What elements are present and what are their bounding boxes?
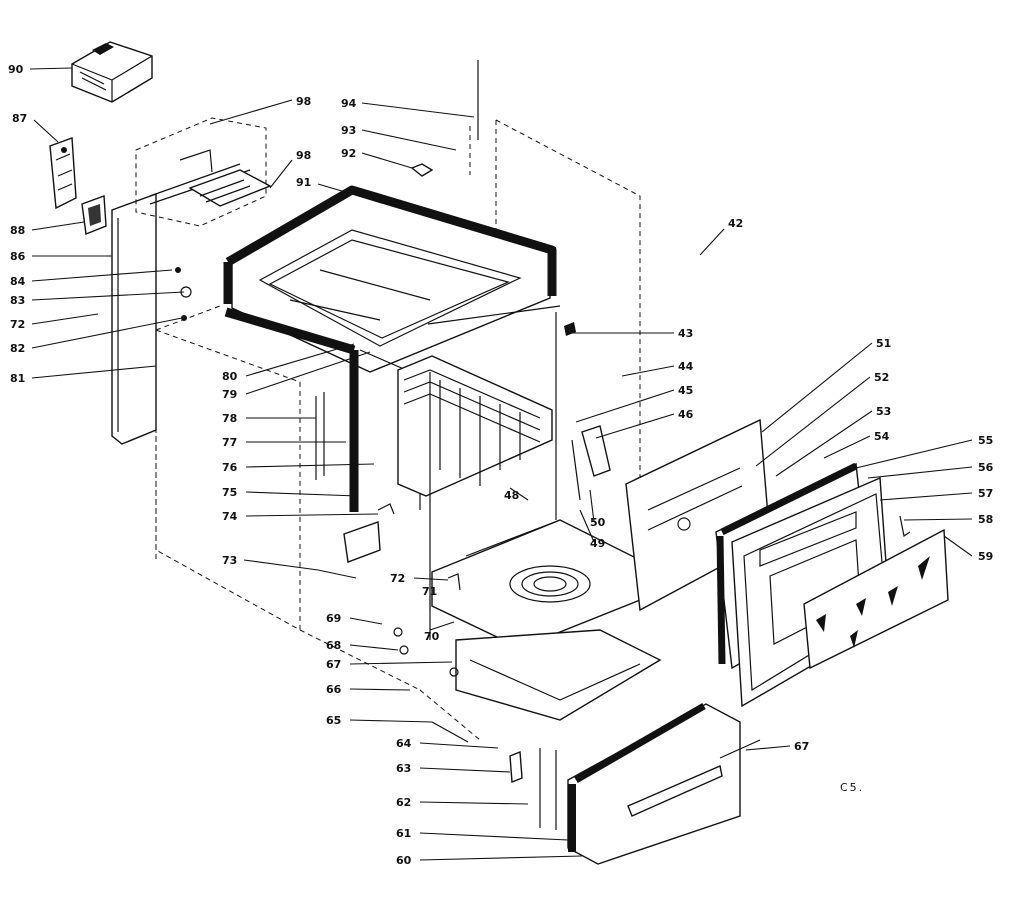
back-control-panel bbox=[135, 117, 272, 227]
callout-59: 59 bbox=[978, 550, 993, 563]
callout-88: 88 bbox=[10, 224, 25, 237]
callout-72-lower: 72 bbox=[390, 572, 405, 585]
callout-61: 61 bbox=[396, 827, 411, 840]
vent-tube bbox=[410, 60, 479, 177]
part-90-terminal-box bbox=[71, 41, 153, 103]
callout-90: 90 bbox=[8, 63, 24, 76]
callout-55: 55 bbox=[978, 434, 993, 447]
callout-87: 87 bbox=[12, 112, 27, 125]
callout-42: 42 bbox=[728, 217, 743, 230]
callout-78: 78 bbox=[222, 412, 237, 425]
callout-72: 72 bbox=[10, 318, 25, 331]
callout-91: 91 bbox=[296, 176, 311, 189]
cabinet-frame bbox=[155, 119, 641, 741]
callout-52: 52 bbox=[874, 371, 889, 384]
storage-drawer bbox=[509, 702, 761, 865]
callout-71: 71 bbox=[422, 585, 437, 598]
broiler-assembly bbox=[431, 519, 662, 721]
callout-84: 84 bbox=[10, 275, 26, 288]
oven-cavity bbox=[223, 185, 557, 512]
callout-86: 86 bbox=[10, 250, 26, 263]
callout-46: 46 bbox=[678, 408, 694, 421]
callout-53: 53 bbox=[876, 405, 891, 418]
callout-44: 44 bbox=[678, 360, 694, 373]
callout-98-lower: 98 bbox=[296, 149, 311, 162]
callout-70: 70 bbox=[424, 630, 440, 643]
callout-73: 73 bbox=[222, 554, 237, 567]
callout-63: 63 bbox=[396, 762, 411, 775]
callout-50: 50 bbox=[590, 516, 606, 529]
callout-80: 80 bbox=[222, 370, 238, 383]
part-87-bracket bbox=[49, 137, 77, 210]
callout-65: 65 bbox=[326, 714, 341, 727]
callout-94: 94 bbox=[341, 97, 357, 110]
callout-67: 67 bbox=[326, 658, 341, 671]
callout-56: 56 bbox=[978, 461, 994, 474]
callout-60: 60 bbox=[396, 854, 412, 867]
callout-64: 64 bbox=[396, 737, 412, 750]
leader-lines bbox=[29, 67, 973, 861]
callout-48: 48 bbox=[504, 489, 519, 502]
oven-racks bbox=[397, 305, 561, 640]
callout-92: 92 bbox=[341, 147, 356, 160]
oven-door-assembly bbox=[625, 418, 949, 708]
callout-51: 51 bbox=[876, 337, 891, 350]
callout-49: 49 bbox=[590, 537, 605, 550]
callout-77: 77 bbox=[222, 436, 237, 449]
callout-93: 93 bbox=[341, 124, 356, 137]
callout-98: 98 bbox=[296, 95, 311, 108]
callout-68: 68 bbox=[326, 639, 341, 652]
callout-69: 69 bbox=[326, 612, 341, 625]
callout-43: 43 bbox=[678, 327, 693, 340]
callout-75: 75 bbox=[222, 486, 237, 499]
callout-45: 45 bbox=[678, 384, 693, 397]
part-88-plate bbox=[81, 195, 107, 235]
callout-67-drawer: 67 bbox=[794, 740, 809, 753]
callout-57: 57 bbox=[978, 487, 993, 500]
callout-82: 82 bbox=[10, 342, 25, 355]
callout-76: 76 bbox=[222, 461, 238, 474]
callout-74: 74 bbox=[222, 510, 238, 523]
figure-code: C5. bbox=[840, 781, 864, 794]
left-side-panel bbox=[111, 193, 157, 560]
small-hardware bbox=[175, 267, 611, 743]
callout-66: 66 bbox=[326, 683, 342, 696]
callout-79: 79 bbox=[222, 388, 237, 401]
callout-83: 83 bbox=[10, 294, 25, 307]
callout-labels: 90 87 88 86 84 83 72 82 81 98 98 94 93 9… bbox=[8, 63, 994, 867]
callout-62: 62 bbox=[396, 796, 411, 809]
callout-81: 81 bbox=[10, 372, 25, 385]
callout-54: 54 bbox=[874, 430, 890, 443]
callout-58: 58 bbox=[978, 513, 993, 526]
